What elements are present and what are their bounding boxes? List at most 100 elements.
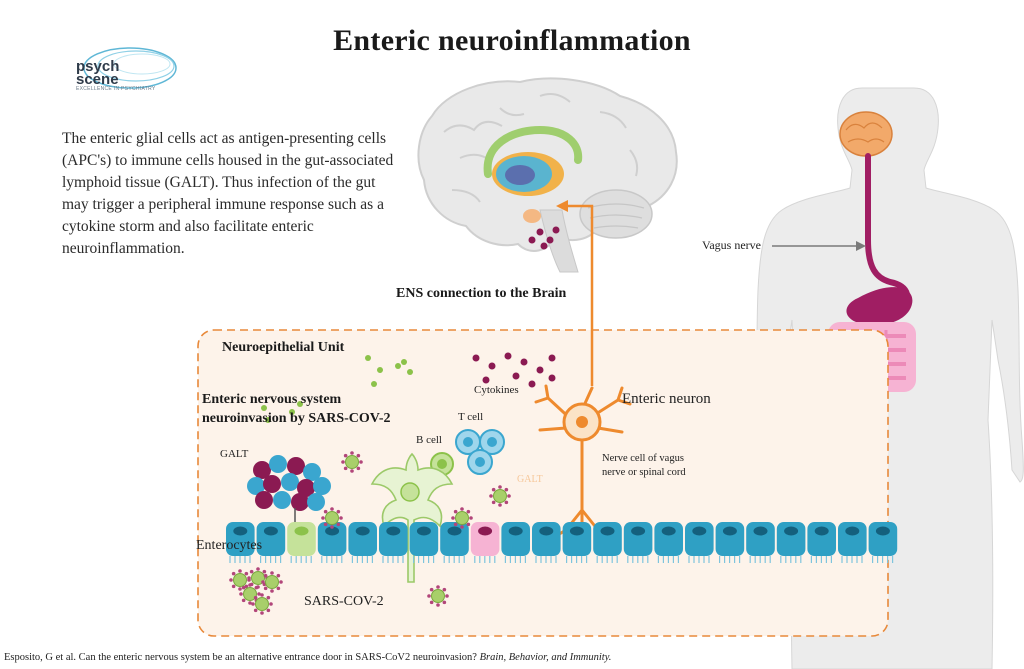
psych-scene-logo <box>83 47 177 89</box>
small-brain-icon <box>839 111 893 157</box>
cytokines-label: Cytokines <box>474 384 519 396</box>
enterocyte-nucleus <box>692 526 707 536</box>
virus-spike <box>507 494 511 498</box>
virus-spike <box>343 466 348 471</box>
virus-spike <box>341 460 345 464</box>
enterocyte-nucleus <box>263 526 278 536</box>
virus-particle <box>493 489 507 503</box>
galt-faint-label: GALT <box>517 474 543 485</box>
enterocyte-cell <box>715 522 745 556</box>
enterocyte-cell <box>776 522 806 556</box>
virus-spike <box>504 500 509 505</box>
virus-spike <box>336 509 341 514</box>
enterocyte-nucleus <box>814 526 829 536</box>
virus-spike <box>330 507 334 511</box>
enterocyte-cell <box>562 522 592 556</box>
enterocyte-cell <box>623 522 653 556</box>
virus-spike <box>339 516 343 520</box>
enterocyte-row <box>226 522 898 563</box>
logo-tagline: EXCELLENCE IN PSYCHIATRY <box>76 86 156 92</box>
brain-illustration <box>417 77 678 273</box>
virus-spike <box>270 589 274 593</box>
virus-spike <box>244 584 249 589</box>
virus-spike <box>343 453 348 458</box>
virus-particle <box>265 575 279 589</box>
citation-footer: Esposito, G et al. Can the enteric nervo… <box>4 652 611 663</box>
virus-spike <box>253 608 258 613</box>
virus-spike <box>460 525 464 529</box>
enterocyte-nucleus <box>294 526 309 536</box>
virus-spike <box>359 460 363 464</box>
virus-spike <box>269 602 273 606</box>
virus-particle <box>455 511 469 525</box>
virus-spike <box>323 522 328 527</box>
virus-spike <box>453 509 458 514</box>
ens-brain-arrow <box>566 204 594 386</box>
enterocyte-nucleus <box>325 526 340 536</box>
virus-spike <box>498 485 502 489</box>
virus-spike <box>491 487 496 492</box>
enterocyte-cell <box>807 522 836 556</box>
virus-spike <box>260 611 264 615</box>
virus-spike <box>330 525 334 529</box>
virus-spike <box>231 584 236 589</box>
virus-spike <box>453 522 458 527</box>
virus-spike <box>350 469 354 473</box>
enterocyte-nucleus <box>569 526 584 536</box>
virus-spike <box>241 598 246 603</box>
enterocyte-nucleus <box>416 526 431 536</box>
enterocyte-nucleus <box>661 526 676 536</box>
enterocytes-label: Enterocytes <box>196 538 263 553</box>
invasion-label: Enteric nervous system neuroinvasion by … <box>202 390 391 428</box>
virus-spike <box>445 594 449 598</box>
virus-spike <box>279 580 283 584</box>
virus-spike <box>442 600 447 605</box>
enterocyte-cell <box>348 522 377 556</box>
enterocyte-cell <box>226 522 255 556</box>
enterocyte-cell <box>593 522 622 556</box>
virus-spike <box>442 587 447 592</box>
neuroepithelial-unit-label: Neuroepithelial Unit <box>222 340 345 355</box>
enterocyte-cell <box>440 522 469 556</box>
enterocyte-cell <box>409 522 439 556</box>
virus-spike <box>429 587 434 592</box>
virus-spike <box>229 578 233 582</box>
enterocyte-nucleus <box>722 526 737 536</box>
vagus-nerve-label: Vagus nerve <box>702 238 761 252</box>
nerve-cell-label-line1: Nerve cell of vagus <box>602 453 684 464</box>
virus-spike <box>356 453 361 458</box>
logo-word-bottom: scene <box>76 71 119 88</box>
virus-spike <box>244 571 249 576</box>
virus-spike <box>270 571 274 575</box>
virus-particle <box>255 597 269 611</box>
enterocyte-cell <box>379 522 408 556</box>
enterocyte-cell <box>654 522 683 556</box>
virus-spike <box>238 587 242 591</box>
enterocyte-cell <box>868 522 898 556</box>
virus-spike <box>498 503 502 507</box>
virus-spike <box>248 601 252 605</box>
virus-spike <box>276 586 281 591</box>
enterocyte-cell <box>470 522 500 556</box>
virus-spike <box>251 602 255 606</box>
virus-spike <box>231 571 236 576</box>
invasion-label-line2: neuroinvasion by SARS-COV-2 <box>202 411 391 426</box>
virus-spike <box>276 573 281 578</box>
citation-text: Esposito, G et al. Can the enteric nervo… <box>4 652 480 663</box>
enterocyte-nucleus <box>478 526 493 536</box>
sars-cov-2-label: SARS-COV-2 <box>304 594 384 609</box>
enterocyte-nucleus <box>845 526 860 536</box>
virus-spike <box>460 507 464 511</box>
invasion-label-line1: Enteric nervous system <box>202 392 342 407</box>
virus-spike <box>323 509 328 514</box>
virus-spike <box>466 509 471 514</box>
virus-spike <box>469 516 473 520</box>
virus-spike <box>241 585 246 590</box>
virus-spike <box>263 586 268 591</box>
enterocyte-cell <box>501 522 530 556</box>
virus-spike <box>262 569 267 574</box>
nerve-cell-label: Nerve cell of vagus nerve or spinal cord <box>602 452 686 480</box>
virus-spike <box>491 500 496 505</box>
virus-particle <box>345 455 359 469</box>
